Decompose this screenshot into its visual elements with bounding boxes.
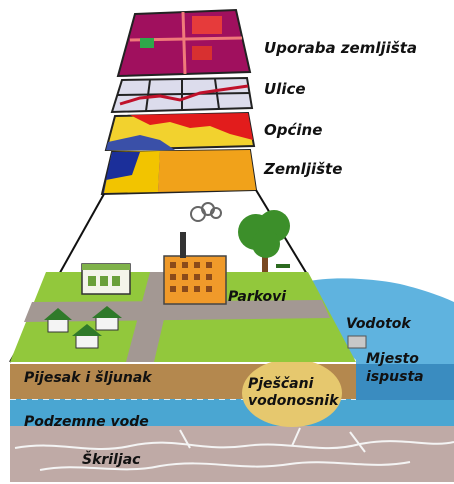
streets-layer bbox=[110, 76, 254, 114]
label-shale: Škriljac bbox=[82, 452, 141, 468]
municipalities-layer bbox=[104, 111, 256, 152]
shale-layer bbox=[10, 425, 454, 482]
layer-label-municipalities: Općine bbox=[264, 121, 323, 139]
tree-icon bbox=[238, 210, 290, 272]
label-stream: Vodotok bbox=[346, 316, 411, 332]
house-icon bbox=[92, 306, 122, 331]
house-icon bbox=[44, 308, 72, 333]
label-parks: Parkovi bbox=[228, 289, 287, 305]
house-icon bbox=[72, 324, 102, 349]
groundwater-layer bbox=[10, 398, 454, 426]
layer-label-terrain: Zemljište bbox=[264, 160, 343, 178]
layer-label-land-use: Uporaba zemljišta bbox=[264, 39, 418, 57]
discharge-pipe bbox=[347, 335, 367, 349]
layer-label-streets: Ulice bbox=[264, 80, 306, 98]
building-icon bbox=[81, 263, 131, 295]
terrain-layer bbox=[100, 148, 258, 196]
factory-icon bbox=[163, 202, 227, 305]
sandy-aquifer bbox=[242, 359, 342, 427]
label-sand-gravel: Pijesak i šljunak bbox=[24, 370, 152, 386]
label-discharge-point: Mjesto ispusta bbox=[366, 351, 424, 385]
label-groundwater: Podzemne vode bbox=[24, 414, 149, 430]
land-use-layer bbox=[116, 8, 252, 78]
label-sandy-aquifer: Pješčani vodonosnik bbox=[248, 376, 339, 409]
bench-icon bbox=[276, 264, 290, 268]
